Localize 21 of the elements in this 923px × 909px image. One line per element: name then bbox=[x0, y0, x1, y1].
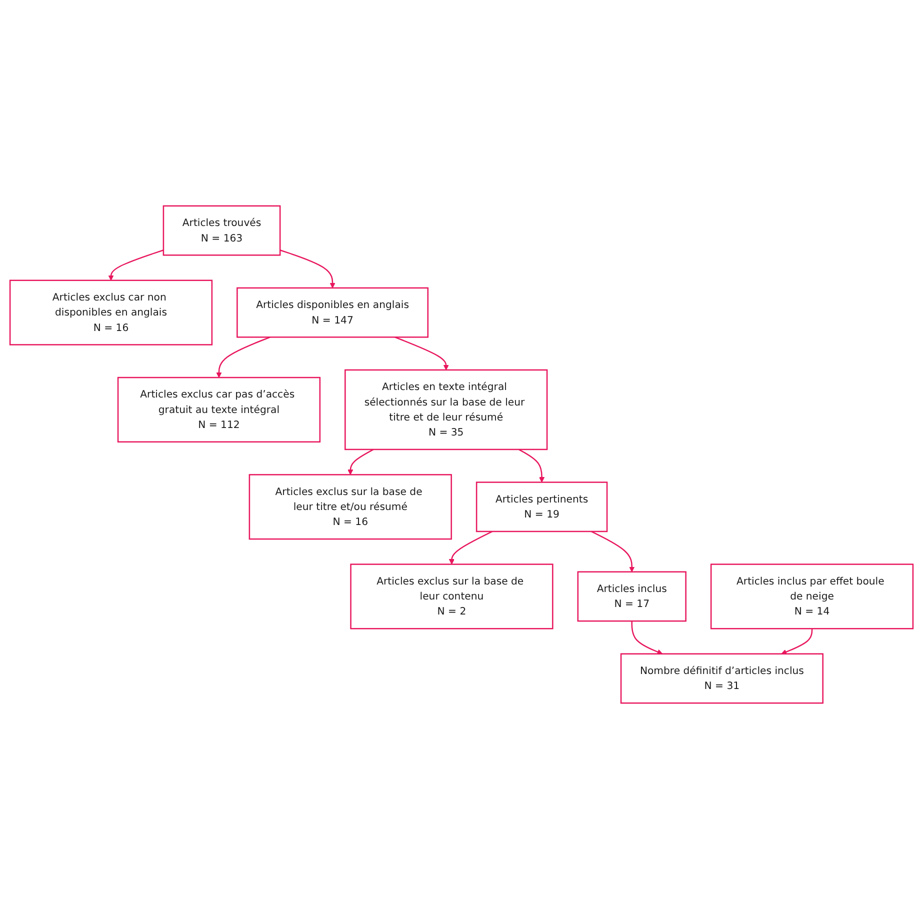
node-box: Articles exclus car non disponibles en anglais N = 16 bbox=[9, 280, 213, 346]
arrow bbox=[394, 336, 449, 370]
node-box: Articles pertinents N = 19 bbox=[476, 482, 608, 532]
node-box: Articles en texte intégral sélectionnés sur la base de leur titre et de leur résumé N = 35 bbox=[344, 369, 548, 450]
arrow bbox=[448, 530, 493, 565]
node-box: Articles exclus car pas d’accès gratuit au texte intégral N = 112 bbox=[117, 376, 321, 442]
arrow bbox=[348, 448, 374, 475]
node-box: Articles exclus sur la base de leur titre et/ou résumé N = 16 bbox=[248, 474, 452, 540]
node-box: Articles inclus N = 17 bbox=[577, 571, 686, 622]
arrow bbox=[631, 621, 663, 655]
arrow bbox=[216, 336, 270, 378]
arrow bbox=[518, 448, 545, 482]
node-box: Articles trouvés N = 163 bbox=[162, 205, 281, 256]
arrow bbox=[590, 530, 635, 572]
arrow bbox=[108, 250, 164, 281]
arrow bbox=[280, 250, 336, 288]
node-box: Articles inclus par effet boule de neige N = 14 bbox=[710, 564, 914, 630]
arrow bbox=[781, 628, 813, 655]
node-box: Articles exclus sur la base de leur contenu N = 2 bbox=[350, 564, 554, 630]
node-box: Nombre définitif d’articles inclus N = 31 bbox=[620, 653, 824, 704]
node-box: Articles disponibles en anglais N = 147 bbox=[236, 287, 429, 338]
